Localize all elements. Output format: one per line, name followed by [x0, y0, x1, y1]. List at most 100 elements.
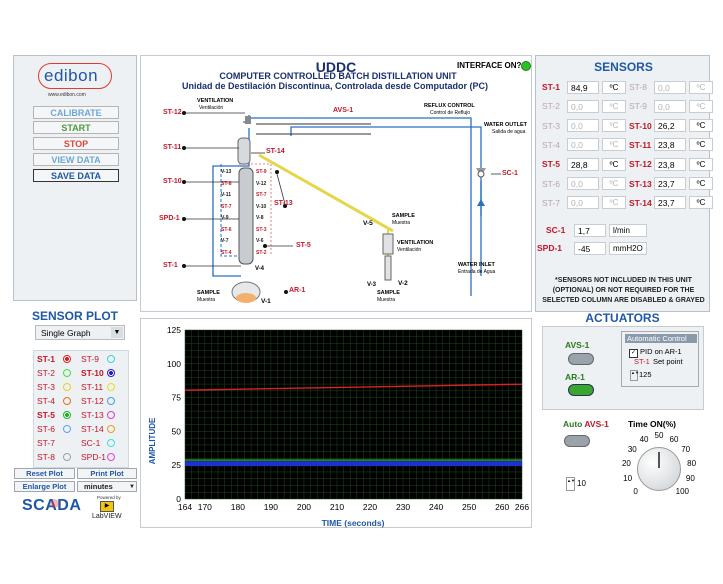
- sensor-unit: ºC: [602, 80, 626, 94]
- dial-tick-label: 70: [681, 444, 691, 454]
- x-tick-label: 260: [495, 502, 509, 512]
- plot-toggle-st-9[interactable]: ST-9: [81, 354, 115, 364]
- column-label: ST-7: [221, 203, 232, 210]
- graph-mode-select[interactable]: Single Graph ▼: [35, 325, 125, 340]
- ventilation-label: VENTILATION: [197, 98, 234, 104]
- pid-checkbox[interactable]: ✓: [629, 349, 638, 358]
- edibon-logo: edibon: [36, 62, 116, 92]
- sensor-value: 23,7: [654, 196, 686, 210]
- plot-toggle-indicator: [63, 383, 71, 391]
- sensor-unit: ºC: [689, 177, 713, 190]
- plot-toggle-indicator: [63, 453, 71, 461]
- y-axis-title: AMPLITUDE: [148, 417, 157, 464]
- sensor-unit: ºC: [602, 196, 626, 210]
- plot-toggle-st-10[interactable]: ST-10: [81, 368, 115, 378]
- plot-toggle-st-5[interactable]: ST-5: [37, 410, 71, 420]
- dial-tick-label: 30: [627, 444, 637, 454]
- v5-label: V-5: [363, 220, 373, 227]
- enlarge-plot-button[interactable]: Enlarge Plot: [14, 481, 75, 492]
- column-label: V-10: [256, 203, 267, 210]
- calibrate-button[interactable]: CALIBRATE: [33, 106, 119, 119]
- ar1-toggle[interactable]: [568, 384, 594, 396]
- sample-label-left: SAMPLE: [197, 290, 220, 296]
- sensor-unit: ºC: [602, 99, 626, 113]
- sc1-row: SC-1 1,7 l/min: [546, 222, 647, 238]
- avs1-label: AVS-1: [333, 107, 354, 114]
- plot-toggle-st-12[interactable]: ST-12: [81, 396, 115, 406]
- plot-toggle-st-13[interactable]: ST-13: [81, 410, 115, 420]
- print-plot-button[interactable]: Print Plot: [77, 468, 137, 479]
- column-label: V-8: [256, 215, 264, 221]
- sensor-label: ST-10: [629, 120, 652, 131]
- sensor-value: 26,2: [654, 119, 686, 133]
- plot-toggle-st-7[interactable]: ST-7: [37, 438, 71, 448]
- sensors-title: SENSORS: [594, 60, 653, 74]
- sensor-value: 0,0: [654, 99, 686, 113]
- ventilation-label-mid: VENTILATION: [397, 240, 434, 246]
- auto-value[interactable]: 10: [577, 479, 586, 488]
- x-tick-label: 210: [330, 502, 344, 512]
- plot-toggle-label: ST-7: [37, 438, 55, 448]
- auto-avs-toggle[interactable]: [564, 435, 590, 447]
- x-tick-label: 170: [198, 502, 212, 512]
- plot-toggle-st-2[interactable]: ST-2: [37, 368, 71, 378]
- avs1-toggle[interactable]: [568, 353, 594, 365]
- diagram-lines: [182, 111, 501, 303]
- x-tick-label: 230: [396, 502, 410, 512]
- view-data-button[interactable]: VIEW DATA: [33, 153, 119, 166]
- plot-toggle-label: ST-1: [37, 354, 55, 364]
- plot-toggle-st-14[interactable]: ST-14: [81, 424, 115, 434]
- dial-tick-label: 60: [669, 434, 679, 444]
- sensor-label: ST-7: [542, 197, 560, 208]
- save-data-button[interactable]: SAVE DATA: [33, 169, 119, 182]
- column-label: ST-7: [256, 192, 267, 198]
- st1-diagram-label: ST-1: [163, 262, 178, 269]
- sensor-plot-title: SENSOR PLOT: [31, 309, 118, 323]
- interface-indicator[interactable]: [521, 61, 531, 71]
- sensor-label: ST-11: [629, 139, 652, 150]
- ventilation-es-label-mid: Ventilación: [397, 247, 422, 253]
- dial-tick-label: 20: [621, 458, 631, 468]
- time-on-dial[interactable]: [637, 447, 681, 491]
- st14-diagram-label: ST-14: [266, 148, 285, 155]
- plot-toggle-st-11[interactable]: ST-11: [81, 382, 115, 392]
- plot-toggle-indicator: [107, 397, 115, 405]
- plot-toggle-st-8[interactable]: ST-8: [37, 452, 71, 462]
- plot-toggle-st-4[interactable]: ST-4: [37, 396, 71, 406]
- setpoint-id: ST-1: [634, 357, 650, 366]
- plot-toggle-st-6[interactable]: ST-6: [37, 424, 71, 434]
- time-units-select[interactable]: minutes ▼: [77, 481, 137, 492]
- x-tick-label: 220: [363, 502, 377, 512]
- start-button[interactable]: START: [33, 121, 119, 134]
- setpoint-stepper[interactable]: ▲▼: [630, 370, 639, 381]
- auto-avs-label: Auto AVS-1: [563, 419, 609, 429]
- actuators-panel: ACTUATORS AVS-1 AR-1 Automatic Control ✓…: [535, 311, 710, 527]
- setpoint-value[interactable]: 125: [639, 370, 652, 379]
- plot-toggle-st-1[interactable]: ST-1: [37, 354, 71, 364]
- st10-diagram-label: ST-10: [163, 178, 182, 185]
- stop-button[interactable]: STOP: [33, 137, 119, 150]
- plot-toggle-st-3[interactable]: ST-3: [37, 382, 71, 392]
- column-label: ST-6: [221, 226, 232, 233]
- reset-plot-button[interactable]: Reset Plot: [14, 468, 75, 479]
- column-label: V-13: [221, 169, 232, 175]
- v2-label: V-2: [398, 280, 408, 287]
- plot-toggle-spd-1[interactable]: SPD-1: [81, 452, 115, 462]
- dial-tick-label: 100: [675, 487, 689, 497]
- y-tick-label: 100: [167, 359, 181, 369]
- sensor-value: 0,0: [567, 138, 599, 152]
- plot-toggle-label: ST-9: [81, 354, 99, 364]
- avs1-actuator-label: AVS-1: [565, 340, 590, 350]
- plot-toggle-label: ST-12: [81, 396, 104, 406]
- plot-toggle-sc-1[interactable]: SC-1: [81, 438, 115, 448]
- auto-value-stepper[interactable]: ▲▼: [566, 477, 575, 491]
